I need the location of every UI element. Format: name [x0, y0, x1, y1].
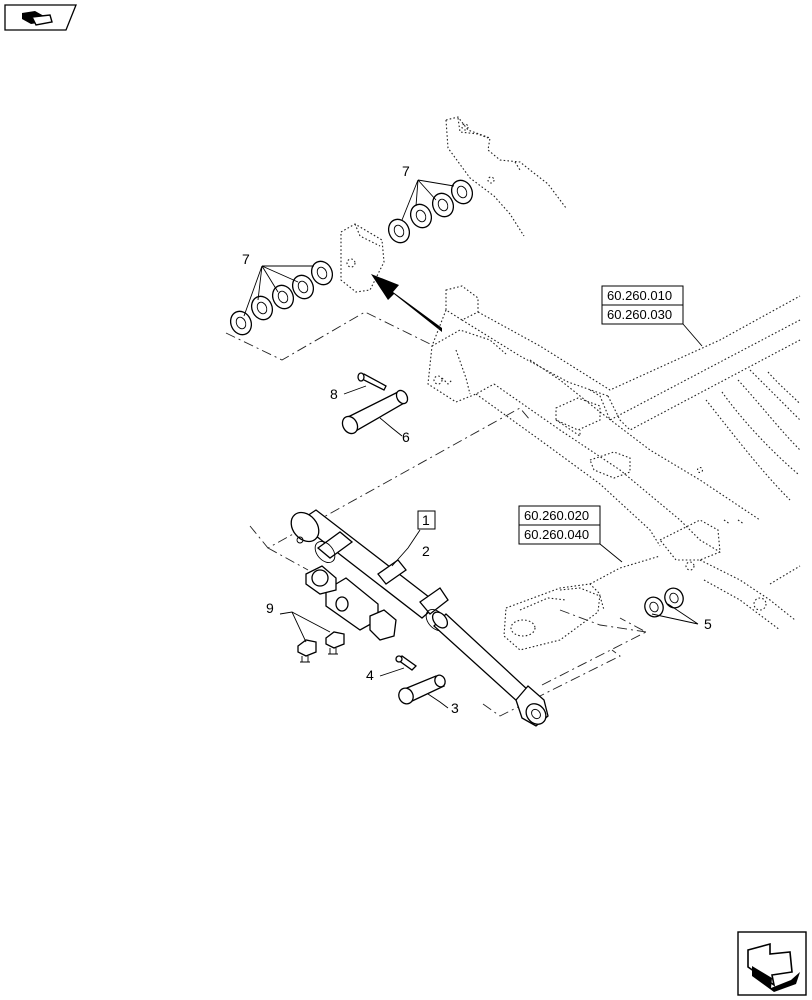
callout-5: 5 [704, 616, 712, 632]
ref-60-260-020[interactable]: 60.260.020 [524, 508, 589, 523]
ref-60-260-040[interactable]: 60.260.040 [524, 527, 589, 542]
hydraulic-cylinder: 2 [290, 509, 549, 727]
washer [250, 295, 274, 321]
callout-7-upper: 7 [402, 163, 410, 179]
middle-mount-plate [340, 223, 385, 293]
callout-4: 4 [366, 667, 374, 683]
direction-arrow [371, 274, 442, 332]
reference-box-upper[interactable]: 60.260.010 60.260.030 [601, 285, 703, 347]
main-frame [427, 285, 801, 631]
washer [431, 192, 455, 218]
washer [229, 310, 253, 336]
callout-3: 3 [451, 700, 459, 716]
pin-6: 6 [341, 389, 410, 445]
fitting [325, 631, 345, 655]
upper-mount-bracket [445, 116, 567, 237]
washer [644, 596, 664, 618]
washer-group-lower: 7 [229, 251, 334, 336]
pin-3: 3 [398, 674, 459, 716]
next-page-arrow-icon[interactable] [737, 931, 807, 996]
callout-1: 1 [422, 512, 430, 528]
washer [664, 587, 684, 609]
callout-6: 6 [402, 429, 410, 445]
book-page-icon[interactable] [4, 4, 77, 31]
reference-box-lower[interactable]: 60.260.020 60.260.040 [518, 505, 623, 563]
washer [310, 260, 334, 286]
fittings-9: 9 [266, 600, 345, 663]
callout-2: 2 [422, 543, 430, 559]
ref-60-260-010[interactable]: 60.260.010 [607, 288, 672, 303]
cotter-pin-4: 4 [366, 655, 418, 683]
washers-5: 5 [644, 587, 712, 632]
lower-swing-arm [503, 555, 661, 651]
washer [387, 218, 411, 244]
fitting [297, 639, 317, 663]
washer [409, 203, 433, 229]
callout-8: 8 [330, 386, 338, 402]
alignment-lines [225, 311, 647, 717]
ref-60-260-030[interactable]: 60.260.030 [607, 307, 672, 322]
washer [291, 274, 315, 300]
washer-group-upper: 7 [387, 163, 474, 244]
callout-7-lower: 7 [242, 251, 250, 267]
callout-9: 9 [266, 600, 274, 616]
washer [450, 179, 474, 205]
callout-1-box: 1 [417, 510, 436, 530]
cotter-pin-8: 8 [330, 372, 387, 402]
